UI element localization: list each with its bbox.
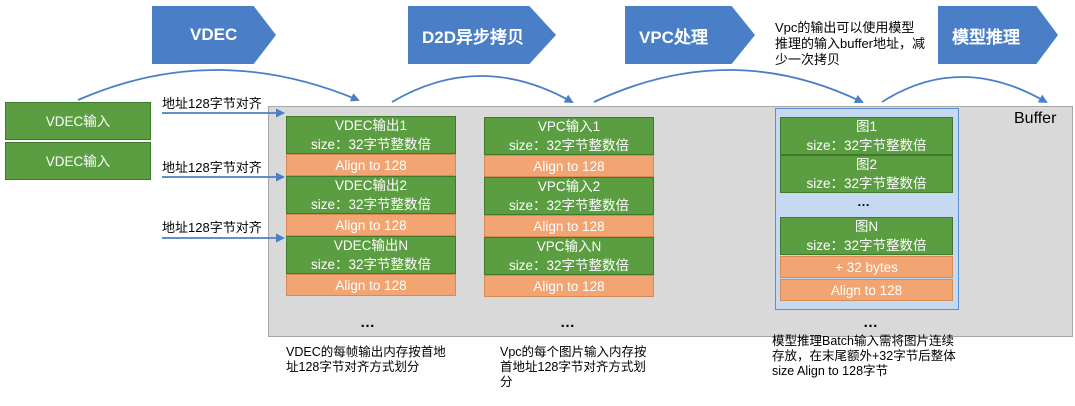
stage-vpc: VPC处理 [625, 6, 755, 64]
vpc-note: Vpc的每个图片输入内存按首地址128字节对齐方式划分 [500, 345, 647, 389]
align-label-3: 地址128字节对齐 [162, 220, 262, 235]
vpc-input-2: VPC输入2 size：32字节整数倍 [484, 177, 654, 215]
image-n: 图N size：32字节整数倍 [780, 217, 953, 255]
vpc-input-n-size: size：32字节整数倍 [508, 258, 630, 273]
image-n-size: size：32字节整数倍 [806, 238, 927, 253]
infer-ellipsis: … [863, 314, 879, 331]
vdec-input-1: VDEC输入 [5, 102, 151, 140]
image-n-title: 图N [854, 219, 879, 234]
arrow-vpc-to-infer [881, 76, 1048, 104]
image-2: 图2 size：32字节整数倍 [780, 155, 953, 193]
vpc-input-1-title: VPC输入1 [537, 119, 601, 134]
vdec-output-n-title: VDEC输出N [333, 238, 409, 253]
vpc-align-1-label: Align to 128 [533, 158, 605, 174]
stage-infer: 模型推理 [938, 6, 1058, 64]
arrow-vdec-to-d2d [391, 75, 574, 103]
vpc-input-2-title: VPC输入2 [537, 179, 601, 194]
stage-vdec: VDEC [152, 6, 276, 64]
vpc-align-2: Align to 128 [484, 215, 654, 237]
vpc-ellipsis: … [560, 314, 576, 331]
stage-d2d: D2D异步拷贝 [408, 6, 556, 64]
arrow-input-to-vdec [77, 69, 360, 102]
image-1: 图1 size：32字节整数倍 [780, 117, 953, 155]
vdec-input-2: VDEC输入 [5, 142, 151, 180]
vdec-note: VDEC的每帧输出内存按首地址128字节对齐方式划分 [286, 345, 446, 374]
image-2-size: size：32字节整数倍 [806, 176, 927, 191]
vpc-input-1: VPC输入1 size：32字节整数倍 [484, 117, 654, 155]
vdec-align-2-label: Align to 128 [335, 217, 407, 233]
align-label-1: 地址128字节对齐 [162, 96, 262, 111]
vpc-align-n: Align to 128 [484, 275, 654, 297]
vdec-output-n-size: size：32字节整数倍 [310, 257, 432, 272]
vdec-input-1-label: VDEC输入 [45, 113, 111, 129]
batch-align-label: Align to 128 [830, 282, 903, 298]
vpc-align-2-label: Align to 128 [533, 218, 605, 234]
vpc-align-n-label: Align to 128 [533, 278, 605, 294]
vdec-output-1-size: size：32字节整数倍 [310, 137, 432, 152]
vdec-output-1: VDEC输出1 size：32字节整数倍 [286, 116, 456, 154]
stage-vpc-label: VPC处理 [639, 27, 708, 47]
align-label-2: 地址128字节对齐 [162, 160, 262, 175]
vpc-input-n-title: VPC输入N [536, 239, 602, 254]
vpc-align-1: Align to 128 [484, 155, 654, 177]
arrow-d2d-to-vpc [593, 69, 864, 103]
vdec-align-1: Align to 128 [286, 154, 456, 176]
stage-vdec-label: VDEC [190, 25, 238, 44]
infer-note: 模型推理Batch输入需将图片连续存放，在末尾额外+32字节后整体size Al… [772, 334, 956, 378]
batch-align: Align to 128 [780, 279, 953, 301]
image-2-title: 图2 [855, 157, 877, 172]
vdec-align-n-label: Align to 128 [335, 277, 407, 293]
vpc-input-n: VPC输入N size：32字节整数倍 [484, 237, 654, 275]
vdec-output-2: VDEC输出2 size：32字节整数倍 [286, 176, 456, 214]
vdec-output-1-title: VDEC输出1 [334, 118, 407, 133]
vdec-align-2: Align to 128 [286, 214, 456, 236]
vpc-input-2-size: size：32字节整数倍 [508, 198, 630, 213]
extra-32-bytes-label: + 32 bytes [835, 259, 898, 275]
vdec-align-n: Align to 128 [286, 274, 456, 296]
vdec-input-2-label: VDEC输入 [45, 153, 111, 169]
stage-infer-label: 模型推理 [952, 27, 1020, 47]
vpc-input-1-size: size：32字节整数倍 [508, 138, 630, 153]
vdec-ellipsis: … [360, 314, 376, 331]
image-1-size: size：32字节整数倍 [806, 138, 927, 153]
vdec-output-2-title: VDEC输出2 [334, 178, 407, 193]
vdec-align-1-label: Align to 128 [335, 157, 407, 173]
extra-32-bytes: + 32 bytes [780, 256, 953, 278]
image-1-title: 图1 [855, 119, 877, 134]
top-note: Vpc的输出可以使用模型推理的输入buffer地址，减少一次拷贝 [775, 20, 926, 67]
vdec-output-2-size: size：32字节整数倍 [310, 197, 432, 212]
stage-d2d-label: D2D异步拷贝 [422, 27, 525, 47]
batch-inner-ellipsis: … [857, 194, 871, 209]
vdec-output-n: VDEC输出N size：32字节整数倍 [286, 236, 456, 274]
buffer-label: Buffer [1014, 110, 1057, 127]
